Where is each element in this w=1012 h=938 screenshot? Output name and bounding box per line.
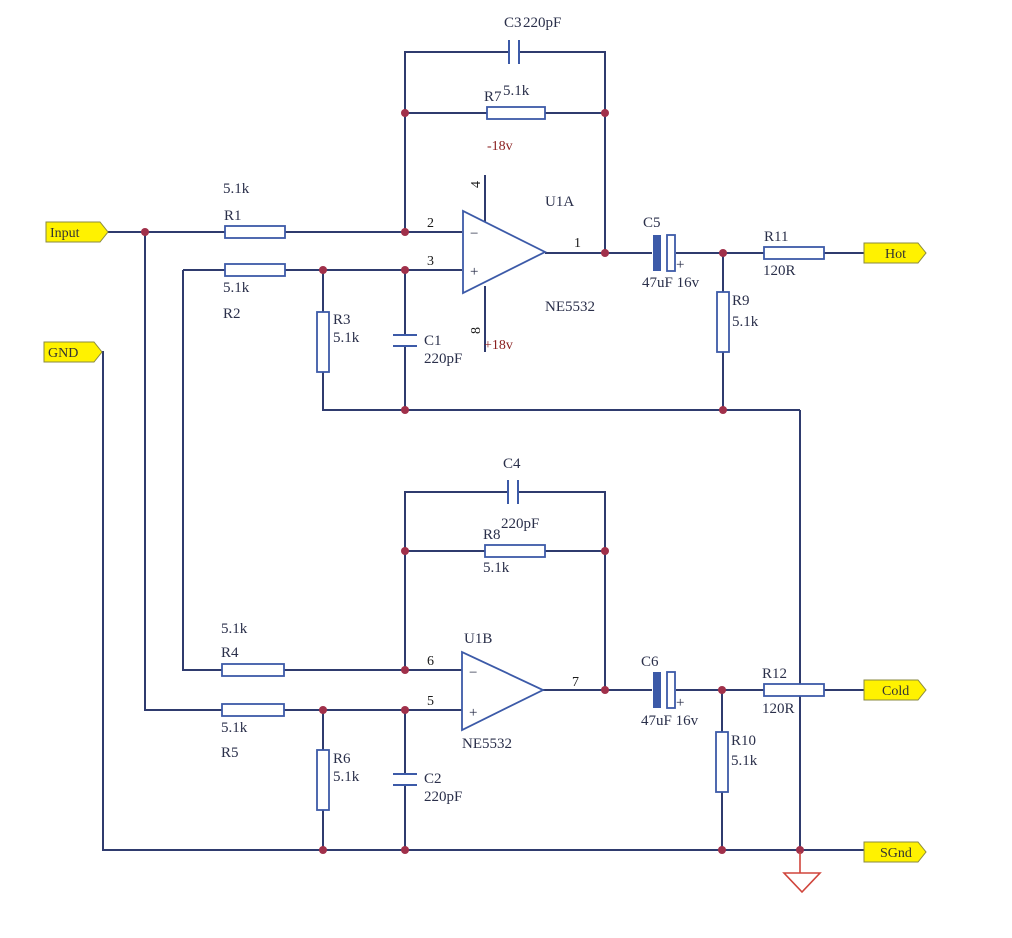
r5-name: R5 — [221, 745, 239, 761]
u1a-plus-sign: + — [470, 264, 478, 280]
r4-name: R4 — [221, 645, 239, 661]
resistor-r8 — [484, 544, 546, 558]
r10-name: R10 — [731, 733, 756, 749]
port-hot: Hot — [863, 242, 927, 264]
capacitor-c6 — [653, 671, 676, 709]
r11-name: R11 — [764, 229, 788, 245]
r5-value: 5.1k — [221, 720, 248, 736]
u1b-plus-sign: + — [469, 705, 477, 721]
r1-value: 5.1k — [223, 181, 250, 197]
u1a-pin-vpos: 8 — [469, 327, 484, 334]
opamp-u1b — [461, 650, 546, 732]
u1a-pin-out: 1 — [574, 236, 581, 251]
c5-name: C5 — [643, 215, 661, 231]
port-gnd: GND — [43, 341, 103, 363]
u1a-pin-noninv: 3 — [427, 254, 434, 269]
c6-plus-sign: + — [676, 695, 684, 711]
r6-value: 5.1k — [333, 769, 360, 785]
r9-name: R9 — [732, 293, 750, 309]
r10-value: 5.1k — [731, 753, 758, 769]
c3-value: 220pF — [523, 15, 561, 31]
resistor-r5 — [221, 703, 285, 717]
resistor-r11 — [763, 246, 825, 260]
resistor-r3 — [316, 311, 330, 373]
r2-name: R2 — [223, 306, 241, 322]
u1b-pin-inv: 6 — [427, 654, 434, 669]
port-input: Input — [45, 221, 109, 243]
resistor-r4 — [221, 663, 285, 677]
r3-name: R3 — [333, 312, 351, 328]
c3-name: C3 — [504, 15, 522, 31]
c4-name: C4 — [503, 456, 521, 472]
u1a-pin-inv: 2 — [427, 216, 434, 231]
r12-name: R12 — [762, 666, 787, 682]
port-cold-label: Cold — [882, 684, 909, 699]
r12-value: 120R — [762, 701, 795, 717]
r11-value: 120R — [763, 263, 796, 279]
u1a-designator: U1A — [545, 194, 574, 210]
port-hot-label: Hot — [885, 247, 906, 262]
r7-name: R7 — [484, 89, 502, 105]
r3-value: 5.1k — [333, 330, 360, 346]
u1b-part: NE5532 — [462, 736, 512, 752]
port-cold: Cold — [863, 679, 927, 701]
r8-name: R8 — [483, 527, 501, 543]
u1a-vneg-label: -18v — [487, 139, 513, 154]
resistor-r7 — [486, 106, 546, 120]
u1b-pin-out: 7 — [572, 675, 579, 690]
c6-name: C6 — [641, 654, 659, 670]
c2-value: 220pF — [424, 789, 462, 805]
resistor-r9 — [716, 291, 730, 353]
port-sgnd: SGnd — [863, 841, 927, 863]
resistor-r1 — [224, 225, 286, 239]
u1a-part: NE5532 — [545, 299, 595, 315]
resistor-r10 — [715, 731, 729, 793]
u1a-pin-vneg: 4 — [469, 181, 484, 188]
r4-value: 5.1k — [221, 621, 248, 637]
c1-name: C1 — [424, 333, 442, 349]
r8-value: 5.1k — [483, 560, 510, 576]
port-sgnd-label: SGnd — [880, 846, 912, 861]
u1a-vpos-label: +18v — [484, 338, 513, 353]
capacitor-c1 — [393, 334, 417, 347]
c4-value: 220pF — [501, 516, 539, 532]
u1b-minus-sign: − — [469, 665, 477, 681]
c5-plus-sign: + — [676, 257, 684, 273]
wires — [100, 51, 864, 852]
c2-name: C2 — [424, 771, 442, 787]
resistor-r6 — [316, 749, 330, 811]
u1a-minus-sign: − — [470, 226, 478, 242]
capacitor-c5 — [653, 234, 676, 272]
ground-icon — [782, 872, 822, 894]
resistor-r2 — [224, 263, 286, 277]
port-input-label: Input — [50, 226, 80, 241]
c1-value: 220pF — [424, 351, 462, 367]
u1b-pin-noninv: 5 — [427, 694, 434, 709]
r1-name: R1 — [224, 208, 242, 224]
r2-value: 5.1k — [223, 280, 250, 296]
opamp-u1a — [462, 209, 548, 295]
capacitor-c2 — [393, 773, 417, 786]
c6-value: 47uF 16v — [641, 713, 699, 729]
junctions — [141, 109, 804, 854]
r9-value: 5.1k — [732, 314, 759, 330]
capacitor-c3 — [508, 40, 520, 64]
c5-value: 47uF 16v — [642, 275, 700, 291]
r6-name: R6 — [333, 751, 351, 767]
capacitor-c4 — [507, 480, 519, 504]
r7-value: 5.1k — [503, 83, 530, 99]
resistor-r12 — [763, 683, 825, 697]
u1b-designator: U1B — [464, 631, 492, 647]
port-gnd-label: GND — [48, 346, 78, 361]
